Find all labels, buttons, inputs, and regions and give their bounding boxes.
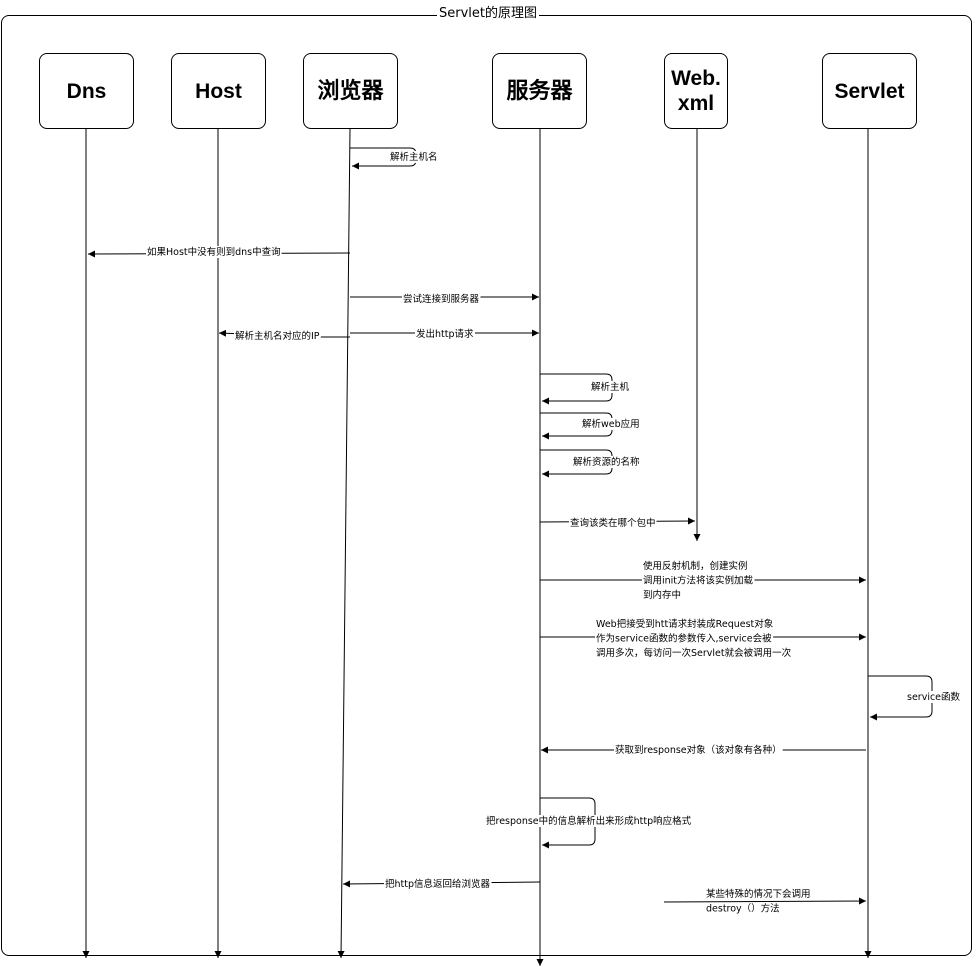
message-label-bg xyxy=(595,647,793,659)
message-label-bg xyxy=(705,902,781,915)
message-label-14-0: 把http信息返回给浏览器 xyxy=(385,878,491,890)
message-label-bg xyxy=(590,381,631,393)
message-label-bg xyxy=(906,691,962,703)
message-label-bg xyxy=(642,589,683,601)
message-label-15-1: destroy（）方法 xyxy=(706,903,780,915)
message-label-11-0: service函数 xyxy=(907,691,961,703)
message-label-bg xyxy=(595,632,774,645)
message-label-8-0: 查询该类在哪个包中 xyxy=(570,517,656,529)
message-label-9-2: 到内存中 xyxy=(643,589,681,601)
message-label-bg xyxy=(614,744,783,756)
message-label-15-0: 某些特殊的情况下会调用 xyxy=(706,888,811,900)
message-label-1-0: 如果Host中没有则到dns中查询 xyxy=(147,246,281,258)
message-label-3-0: 解析主机名对应的IP xyxy=(235,330,320,342)
actor-host: Host xyxy=(171,53,266,129)
message-label-bg xyxy=(569,517,657,529)
diagram-title: Servlet的原理图 xyxy=(437,6,539,21)
message-label-10-2: 调用多次，每访问一次Servlet就会被调用一次 xyxy=(596,647,792,659)
actor-dns: Dns xyxy=(39,53,134,129)
message-label-10-0: Web把接受到htt请求封装成Request对象 xyxy=(596,618,774,630)
message-label-bg xyxy=(146,246,282,258)
message-label-5-0: 解析主机 xyxy=(591,381,630,393)
message-label-4-0: 发出http请求 xyxy=(416,328,474,340)
message-label-bg xyxy=(485,815,693,827)
message-arrow-15 xyxy=(663,897,867,905)
actor-servlet: Servlet xyxy=(822,53,917,129)
message-label-bg xyxy=(389,151,439,163)
message-label-bg xyxy=(581,418,641,430)
message-label-9-1: 调用init方法将该实例加载 xyxy=(643,575,754,587)
actor-server: 服务器 xyxy=(492,53,587,129)
message-label-bg xyxy=(572,456,642,468)
message-label-10-1: 作为service函数的参数传入,service会被 xyxy=(596,633,772,645)
actor-webxml: Web. xml xyxy=(664,53,728,129)
message-label-7-0: 解析资源的名称 xyxy=(573,456,640,468)
message-label-13-0: 把response中的信息解析出来形成http响应格式 xyxy=(486,815,692,827)
message-label-bg xyxy=(402,293,481,305)
message-label-bg xyxy=(642,574,755,587)
lifeline-browser xyxy=(337,128,351,959)
message-label-0-0: 解析主机名 xyxy=(390,151,438,163)
message-label-bg xyxy=(595,618,775,630)
message-label-bg xyxy=(234,330,321,342)
message-label-6-0: 解析web应用 xyxy=(582,418,640,430)
message-label-2-0: 尝试连接到服务器 xyxy=(403,293,480,305)
message-label-12-0: 获取到response对象（该对象有各种） xyxy=(615,744,782,756)
message-label-9-0: 使用反射机制，创建实例 xyxy=(643,560,748,572)
message-label-bg xyxy=(705,888,812,900)
message-label-bg xyxy=(642,560,749,572)
actor-browser: 浏览器 xyxy=(303,53,398,129)
message-label-bg xyxy=(415,328,476,340)
message-label-bg xyxy=(384,878,492,890)
